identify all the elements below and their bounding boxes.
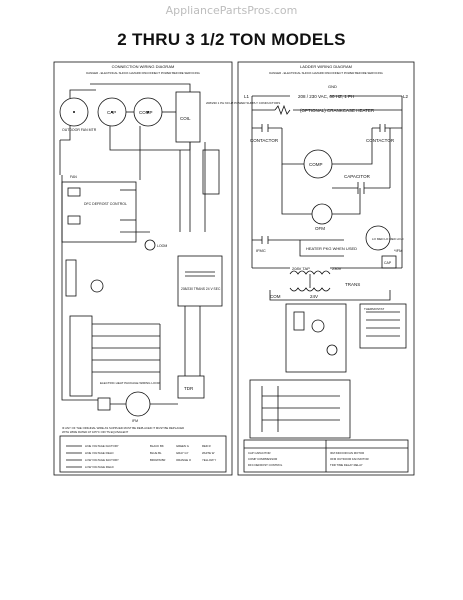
- outdoor-fan-motor-label: OUTDOOR FAN MTR: [62, 128, 97, 132]
- gnd-label: GND: [328, 84, 337, 89]
- motor-speeds-label: LO MED LO MED HI HI: [372, 237, 404, 241]
- ladder-ofm-symbol: [311, 203, 333, 225]
- color-white: WHITE W: [202, 451, 215, 455]
- connection-legend-box: [59, 435, 227, 473]
- legend-ifm: IFM INDOOR FAN MOTOR: [330, 451, 364, 455]
- legend-low-voltage-field: LOW VOLTAGE FIELD: [85, 465, 114, 469]
- color-gray: GRAY GY: [176, 451, 189, 455]
- field-wiring-strip: [69, 315, 93, 397]
- heater-pkg-label: HEATER PKG WHEN USED: [306, 246, 357, 251]
- outdoor-fan-motor-symbol: [59, 97, 89, 127]
- supply-label: 208 / 230 VAC, 60 HZ, 1 PH: [298, 94, 354, 99]
- ladder-diagram-frame: [237, 61, 415, 476]
- loom-connector: [144, 239, 156, 251]
- tdr-label: TDR: [184, 386, 194, 391]
- color-blue: BLUE BL: [150, 451, 162, 455]
- dtr-symbol: [90, 279, 104, 293]
- connection-diagram-frame: [53, 61, 233, 476]
- ladder-ofm-label: OFM: [315, 226, 325, 231]
- l2-label: L2: [403, 94, 409, 99]
- legend-ofm: OFM OUTDOOR FAN MOTOR: [330, 457, 369, 461]
- cap-label: CAP: [107, 110, 116, 115]
- heater-note: ELECTRIC HEAT PACKAGE WIRING LOOM: [100, 381, 161, 385]
- color-brown: BROWN BR: [150, 458, 165, 462]
- watermark: AppliancePartsPros.com: [165, 4, 298, 17]
- ifm-symbol: [125, 391, 151, 417]
- trans-label: TRANS: [345, 282, 360, 287]
- ifm-star-label: *IFM: [394, 248, 402, 253]
- color-black: BLACK BK: [150, 444, 164, 448]
- legend-cap: CAP CAPACITOR: [248, 451, 271, 455]
- color-orange: ORANGE O: [176, 458, 192, 462]
- ladder-danger: DANGER - ELECTRICAL SHOCK HAZARD DISCONN…: [269, 71, 383, 75]
- note-line-1: IF ANY OF THE ORIGINAL WIRE AS SUPPLIED …: [62, 426, 184, 430]
- defrost-control-box: [61, 181, 137, 243]
- capacitor-label: CAPACITOR: [344, 174, 371, 179]
- thermostat-terminal-strip: [65, 259, 77, 297]
- page-title: 2 THRU 3 1/2 TON MODELS: [117, 30, 346, 49]
- defrost-control-label: DFC DEFROST CONTROL: [84, 202, 127, 206]
- tdr-box: [177, 375, 205, 399]
- comp-label: COMP: [139, 110, 153, 115]
- thermostat-box: [359, 303, 407, 349]
- transformer-box: [177, 255, 223, 307]
- connection-diagram: CONNECTION WIRING DIAGRAM DANGER - ELECT…: [59, 64, 280, 473]
- legend-comp: COMP COMPRESSOR: [248, 457, 277, 461]
- ladder-diagram: LADDER WIRING DIAGRAM DANGER - ELECTRICA…: [243, 64, 409, 473]
- terminal-block: [202, 149, 220, 195]
- legend-line-voltage-field: LINE VOLTAGE FIELD: [85, 451, 114, 455]
- control-board: [285, 303, 347, 373]
- v24-label: 24V: [310, 294, 318, 299]
- legend-dfc: DFC DEFROST CONTROL: [248, 463, 283, 467]
- l1-label: L1: [244, 94, 250, 99]
- legend-low-voltage-factory: LOW VOLTAGE FACTORY: [85, 458, 119, 462]
- supply-note: 208/230 1 PH 60 HZ POWER SUPPLY CONDUCTO…: [206, 101, 280, 105]
- contactor-left-label: CONTACTOR: [250, 138, 279, 143]
- loom-label: LOOM: [157, 244, 167, 248]
- connection-heading: CONNECTION WIRING DIAGRAM: [112, 64, 175, 69]
- color-green: GREEN G: [176, 444, 189, 448]
- lower-control-section: [249, 379, 351, 439]
- ladder-ifm-symbol: [365, 225, 391, 251]
- coil-block: [175, 91, 201, 143]
- com-label: COM: [270, 294, 281, 299]
- connection-danger: DANGER - ELECTRICAL SHOCK HAZARD DISCONN…: [86, 71, 200, 75]
- color-red: RED R: [202, 444, 211, 448]
- crankcase-label: (OPTIONAL) CRANKCASE HEATER: [300, 108, 375, 113]
- ladder-heading: LADDER WIRING DIAGRAM: [300, 64, 352, 69]
- v230-label: 230V: [332, 266, 342, 271]
- coil-label: COIL: [180, 116, 191, 121]
- ifm-cap: [97, 397, 111, 411]
- legend-tdr: TDR TIME DELAY RELAY: [330, 463, 363, 467]
- fan-label: FAN: [70, 175, 77, 179]
- color-yellow: YELLOW Y: [202, 458, 216, 462]
- tap-208-label: 208V TAP: [292, 266, 310, 271]
- contactor-right-label: CONTACTOR: [366, 138, 395, 143]
- ladder-cap-label: CAP: [384, 261, 392, 265]
- legend-line-voltage-factory: LINE VOLTAGE FACTORY: [85, 444, 119, 448]
- ladder-comp-label: COMP: [309, 162, 323, 167]
- thermostat-title: THERMOSTAT: [364, 307, 384, 311]
- note-line-2: WITH WIRE RATED AT 105°C OR ITS EQUIVALE…: [62, 430, 128, 434]
- trans-note: 208/230 TRANS 24 V SEC: [181, 287, 221, 291]
- ifm-label: IFM: [132, 419, 138, 423]
- ifmc-label: IFMC: [256, 248, 266, 253]
